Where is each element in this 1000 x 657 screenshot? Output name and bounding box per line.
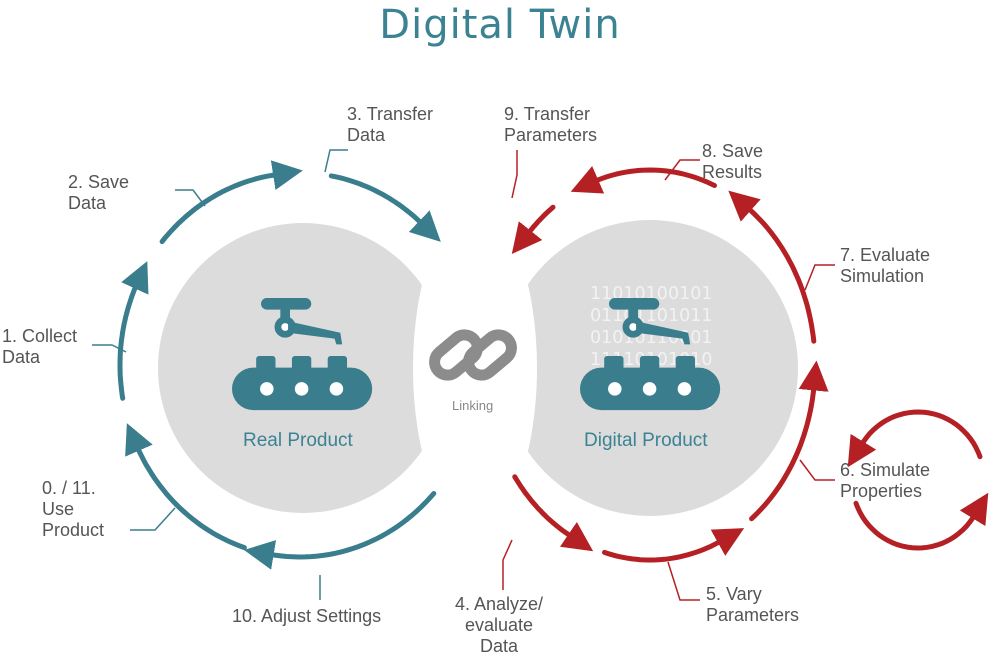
- digital-product-label: Digital Product: [584, 430, 708, 451]
- step-7-label: 7. Evaluate Simulation: [840, 245, 931, 286]
- arrow-simulate-loop-bottom: [853, 492, 989, 551]
- leader-lines: [92, 149, 835, 601]
- arrow-step-10: [244, 491, 437, 570]
- arrow-step-3: [328, 173, 441, 242]
- arrow-step-0: [125, 423, 247, 551]
- step-0-label: 0. / 11. Use Product: [42, 478, 105, 540]
- step-2-label: 2. Save Data: [68, 172, 130, 213]
- arrow-step-5: [602, 528, 745, 563]
- step-1-label: 1. Collect Data: [2, 326, 78, 367]
- linking-label: Linking: [452, 398, 494, 413]
- step-10-label: 10. Adjust Settings: [232, 606, 382, 626]
- step-8-label: 8. Save Results: [702, 141, 764, 182]
- step-6-label: 6. Simulate Properties: [840, 460, 931, 501]
- arrow-step-6: [749, 360, 829, 522]
- arrow-step-4: [512, 474, 594, 552]
- arrow-step-2: [159, 160, 303, 245]
- step-4-label: 4. Analyze/ evaluate Data: [455, 594, 544, 656]
- arrow-step-8: [570, 166, 717, 194]
- step-5-label: 5. Vary Parameters: [706, 584, 800, 625]
- arrow-step-9: [511, 204, 556, 255]
- step-3-label: 3. Transfer Data: [347, 104, 434, 145]
- chain-link-icon: [429, 329, 517, 381]
- arrow-step-1: [117, 261, 149, 401]
- arrow-simulate-loop-top: [847, 409, 983, 468]
- page-title: Digital Twin: [379, 2, 621, 48]
- step-9-label: 9. Transfer Parameters: [504, 104, 598, 145]
- arrow-step-7: [728, 190, 817, 344]
- real-product-label: Real Product: [243, 430, 353, 451]
